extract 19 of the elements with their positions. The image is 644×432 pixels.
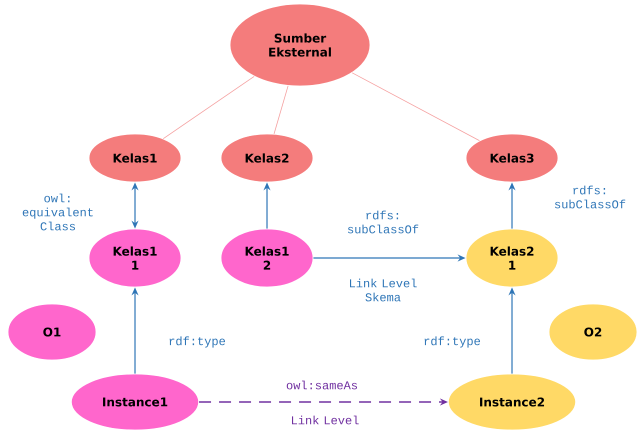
- ellipse-node: Kelas2 1: [466, 228, 558, 288]
- edge-label: rdf:type: [170, 336, 226, 348]
- edge-label: rdf:type: [424, 336, 480, 348]
- ellipse-node: Sumber Eksternal: [230, 4, 370, 86]
- ellipse-node: Kelas1 2: [220, 228, 314, 288]
- link-level-label: Link Level: [292, 416, 359, 424]
- ellipse-node: Kelas3: [466, 134, 558, 182]
- ellipse-node: Kelas1: [88, 134, 182, 182]
- edge-label: owl: equivalent Class: [22, 194, 93, 230]
- ellipse-node: Instance2: [448, 374, 576, 430]
- ellipse-node: Kelas2: [220, 134, 314, 182]
- ellipse-node: Kelas1 1: [88, 228, 182, 288]
- ellipse-node: O1: [8, 304, 96, 360]
- edge-label: rdfs: subClassOf: [348, 210, 418, 234]
- edge-label: owl:sameAs: [286, 380, 357, 390]
- ellipse-node: Instance1: [70, 374, 200, 430]
- link-level-label: Link Level Skema: [350, 278, 417, 302]
- ellipse-node: O2: [548, 304, 638, 360]
- edge-label: rdfs: subClassOf: [554, 186, 626, 208]
